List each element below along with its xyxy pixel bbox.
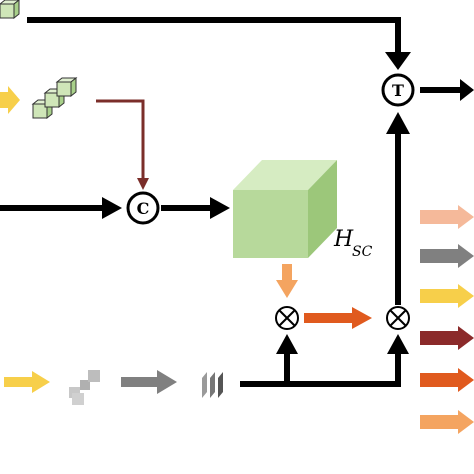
legend-arrow-orange-red — [420, 368, 474, 392]
hsc-label: H SC — [333, 227, 373, 260]
small-cube-group — [31, 76, 78, 120]
top-input-path — [27, 17, 411, 70]
hsc-cube — [233, 160, 337, 258]
legend-arrow-gray — [420, 244, 474, 268]
multiply-to-transform-arrow — [386, 112, 410, 305]
legend-arrow-orange-light — [420, 410, 474, 434]
stacked-slices — [202, 372, 223, 398]
bottom-gray-arrow — [121, 370, 177, 394]
output-arrow — [420, 79, 474, 101]
bottom-path — [240, 334, 409, 387]
multiply-operator-right — [386, 306, 410, 330]
legend-arrow-dark-red — [420, 326, 474, 350]
transform-operator: T — [381, 73, 415, 107]
bottom-yellow-arrow — [4, 371, 50, 393]
hsc-main-label: H — [333, 227, 354, 252]
legend-arrow-yellow — [420, 284, 474, 308]
multiply-operator-left — [275, 306, 299, 330]
cube-to-multiply-arrow — [276, 264, 298, 298]
hsc-subscript-label: SC — [352, 244, 373, 260]
multiply-link-arrow — [304, 307, 372, 329]
concat-operator: C — [126, 191, 160, 225]
brown-arrow-to-concat — [96, 99, 149, 190]
left-yellow-arrow — [0, 86, 20, 114]
concat-symbol: C — [137, 199, 150, 218]
left-input-arrow — [0, 197, 122, 219]
legend-arrow-group — [420, 205, 474, 434]
legend-arrow-peach — [420, 205, 474, 229]
concat-to-cube-arrow — [161, 197, 230, 219]
gray-patches — [69, 370, 100, 405]
transform-symbol: T — [392, 81, 404, 100]
top-left-small-cube — [0, 0, 20, 20]
